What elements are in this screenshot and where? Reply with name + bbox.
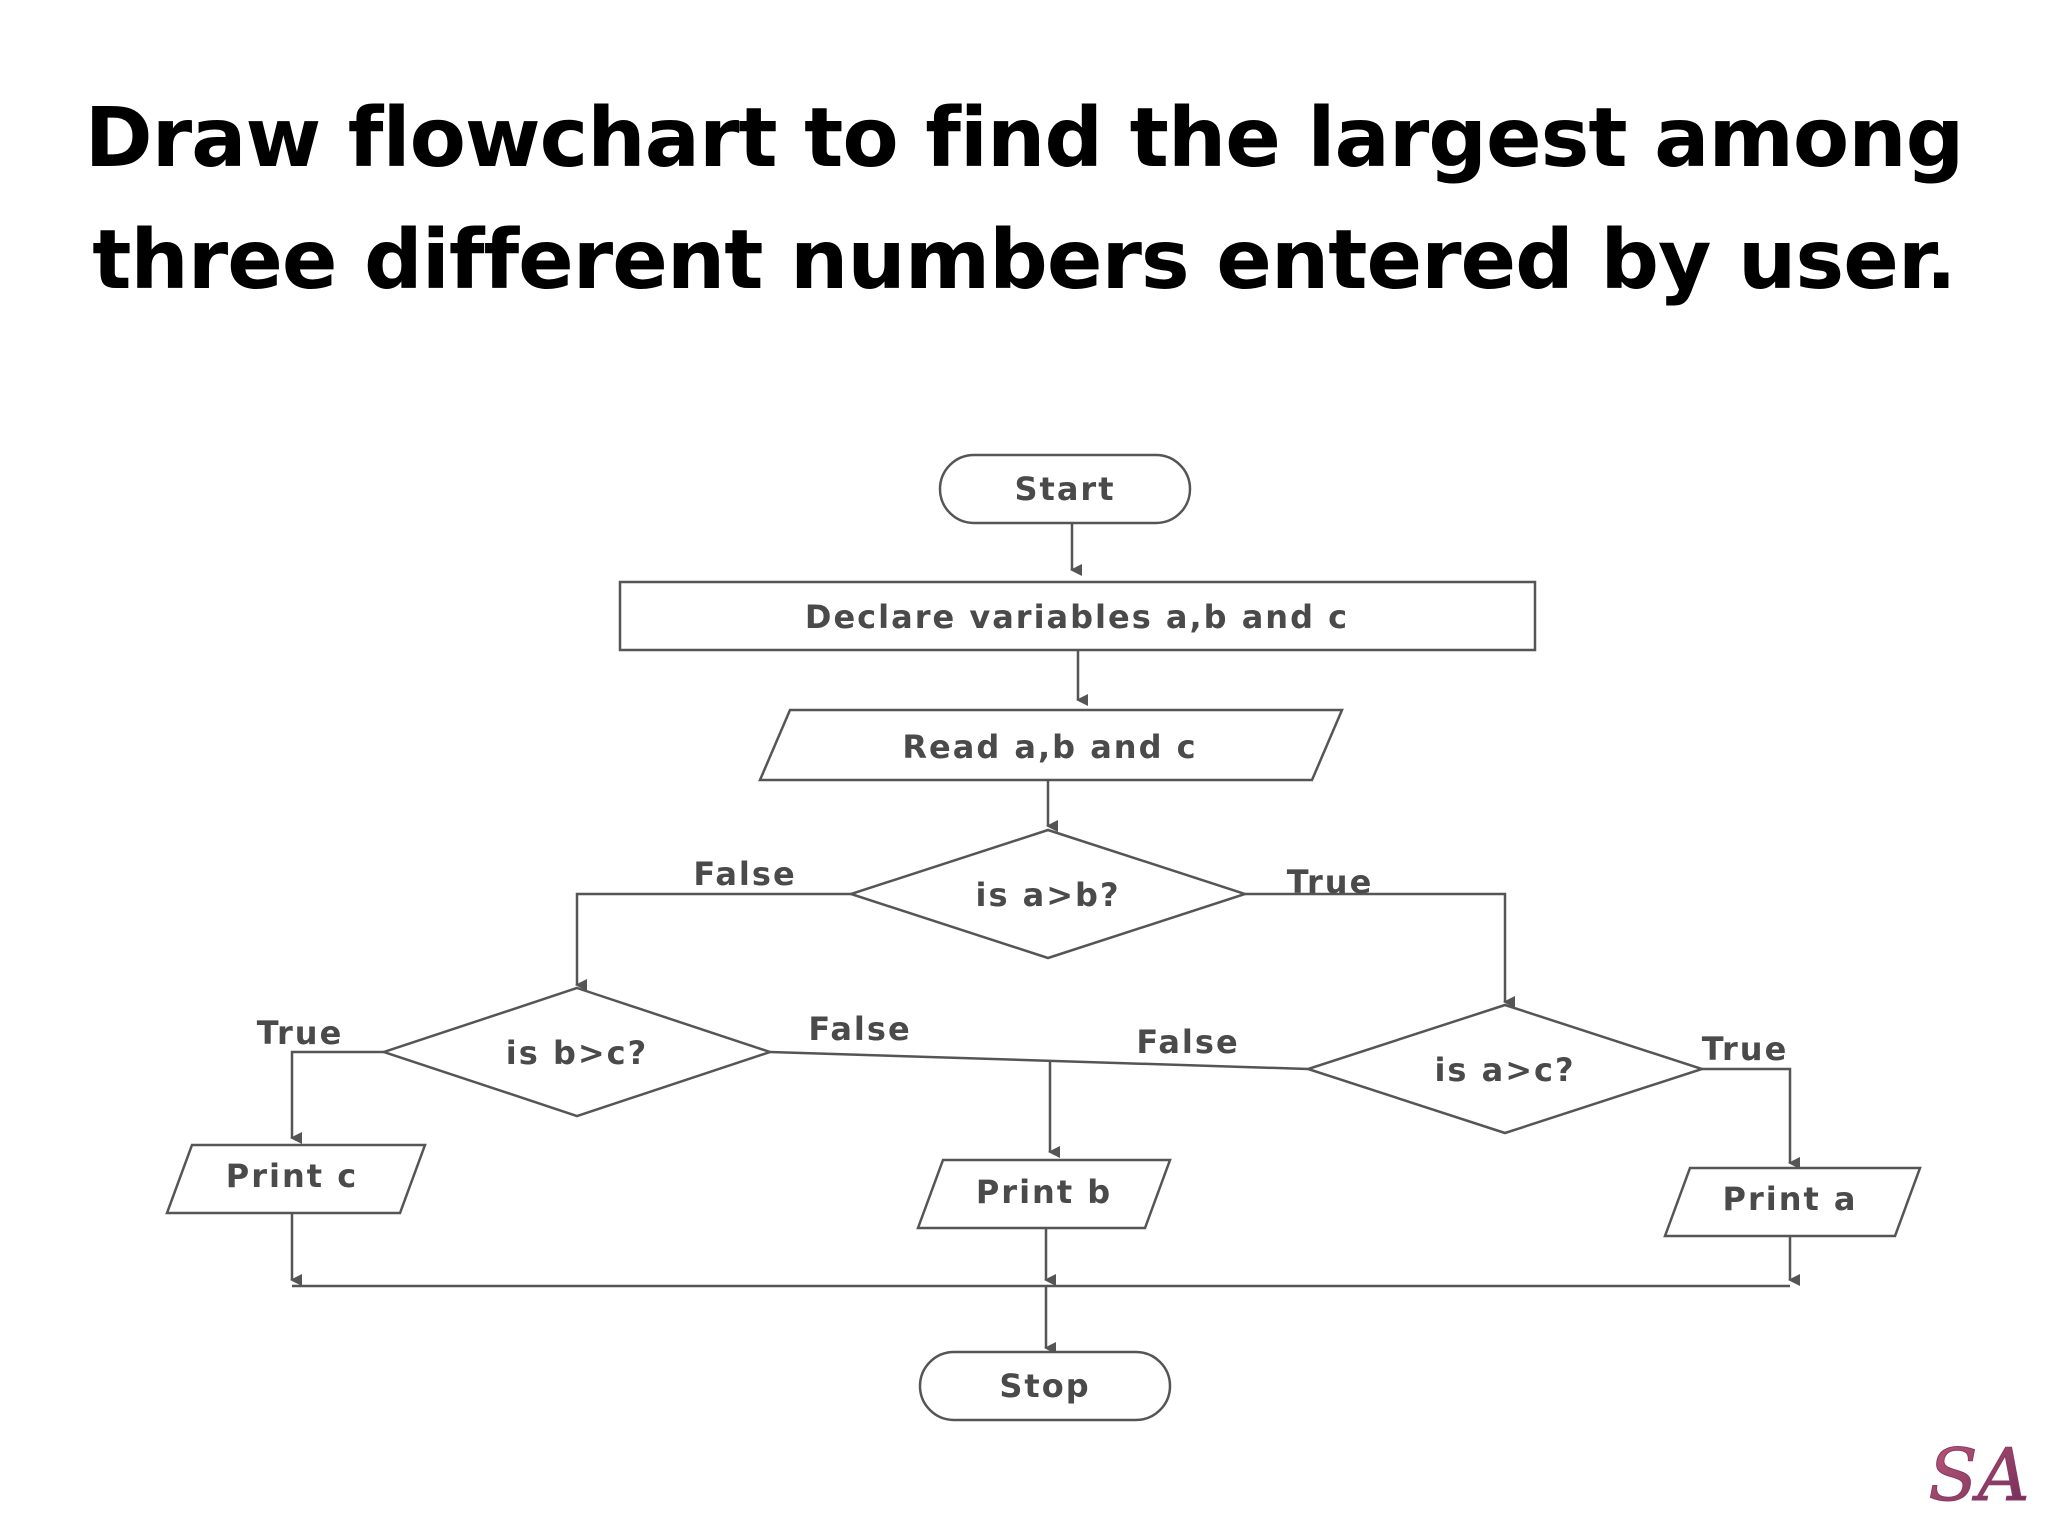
edge-bc-true-label: True [257, 1014, 344, 1052]
declare-label: Declare variables a,b and c [805, 598, 1349, 636]
print-c-node: Print c [165, 1143, 427, 1215]
read-node: Read a,b and c [758, 708, 1344, 782]
read-label: Read a,b and c [902, 728, 1197, 766]
edge-bc-true [290, 1050, 384, 1144]
edge-bc-false-line [769, 1050, 1309, 1071]
title-line-1: Draw flowchart to find the largest among [84, 91, 1965, 186]
edge-ab-false-label: False [693, 855, 796, 893]
edge-ab-true-label: True [1287, 863, 1374, 901]
declare-node: Declare variables a,b and c [618, 580, 1537, 652]
print-a-label: Print a [1722, 1180, 1857, 1218]
title-line-2: three different numbers entered by user. [92, 213, 1957, 308]
print-c-label: Print c [226, 1157, 358, 1195]
edge-ac-false-label: False [1136, 1023, 1239, 1061]
decision-b-gt-c-label: is b>c? [506, 1034, 648, 1072]
edge-ac-true-label: True [1702, 1030, 1789, 1068]
start-node: Start [938, 453, 1192, 525]
edge-bc-false-label: False [808, 1010, 911, 1048]
print-b-label: Print b [976, 1173, 1112, 1211]
start-label: Start [1014, 470, 1115, 508]
page-title: Draw flowchart to find the largest among… [0, 78, 2048, 322]
edge-ab-true [1245, 892, 1515, 1008]
print-a-node: Print a [1663, 1166, 1922, 1238]
decision-a-gt-b-label: is a>b? [975, 876, 1120, 914]
decision-a-gt-c: is a>c? [1303, 1003, 1707, 1135]
stop-label: Stop [999, 1367, 1090, 1405]
sa-logo: SA [1928, 1433, 2030, 1518]
decision-a-gt-b: is a>b? [846, 828, 1250, 960]
decision-b-gt-c: is b>c? [380, 986, 774, 1118]
print-b-node: Print b [916, 1158, 1172, 1230]
edge-ac-true [1702, 1067, 1800, 1169]
edge-ab-false [575, 892, 851, 991]
decision-a-gt-c-label: is a>c? [1434, 1051, 1575, 1089]
stop-node: Stop [918, 1350, 1172, 1422]
sa-logo-text: SA [1928, 1433, 2029, 1517]
